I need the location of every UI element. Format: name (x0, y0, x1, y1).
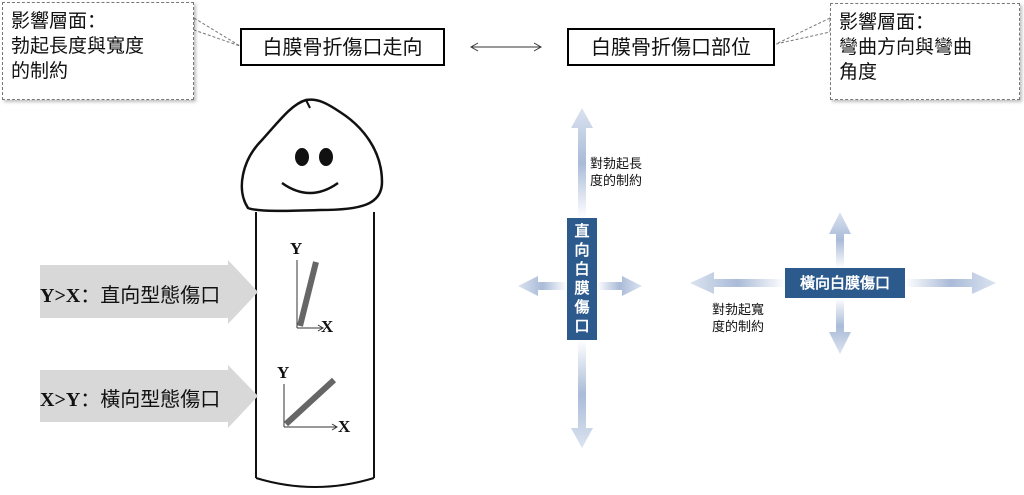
horizontal-type-text: ：橫向型態傷口 (80, 389, 221, 411)
note-right-line3: 角度 (839, 61, 878, 83)
head-figure (240, 98, 384, 213)
vertical-wound-type-label: Y>X：直向型態傷口 (40, 279, 220, 308)
impact-note-left: 影響層面： 勃起長度與寬度 的制約 (2, 2, 194, 100)
vertical-condition: Y>X (40, 285, 81, 307)
note-right-line2: 彎曲方向與彎曲 (839, 36, 973, 58)
width-constraint-line2: 度的制約 (712, 320, 765, 335)
vertical-label-char: 口 (574, 317, 590, 335)
horizontal-wound-type-label: X>Y：橫向型態傷口 (40, 383, 220, 412)
axes-horizontal-wound (283, 377, 338, 431)
vertical-type-text: ：直向型態傷口 (80, 285, 221, 307)
note-right-tail (775, 17, 831, 45)
vertical-label-char: 膜 (574, 279, 590, 297)
length-constraint-line1: 對勃起長 (590, 157, 643, 172)
axis-x-bottom: X (338, 417, 351, 436)
vertical-label-char: 傷 (574, 298, 590, 316)
shaft-figure (255, 212, 375, 488)
wound-location-title: 白膜骨折傷口部位 (567, 28, 775, 66)
impact-note-right: 影響層面： 彎曲方向與彎曲 角度 (830, 3, 1020, 100)
axis-y-top: Y (290, 239, 303, 258)
axes-vertical-wound (296, 260, 324, 332)
vertical-white-membrane-wound-label: 直 向 白 膜 傷 口 (567, 218, 597, 340)
horizontal-wound-cross-arrows (690, 212, 996, 354)
note-left-tail (193, 17, 241, 47)
vertical-label-char: 白 (574, 260, 590, 278)
note-right-line1: 影響層面： (839, 11, 935, 33)
vertical-label-char: 向 (574, 241, 590, 259)
horizontal-condition: X>Y (40, 389, 81, 411)
double-arrow-icon (469, 42, 543, 52)
width-constraint-note: 對勃起寬 度的制約 (712, 302, 764, 336)
note-left-line3: 的制約 (11, 60, 69, 82)
length-constraint-note: 對勃起長 度的制約 (590, 156, 642, 190)
axis-y-bottom: Y (277, 363, 290, 382)
length-constraint-line2: 度的制約 (590, 174, 643, 189)
wound-direction-title: 白膜骨折傷口走向 (240, 28, 445, 66)
vertical-wound-cross-arrows (518, 108, 642, 448)
note-left-line2: 勃起長度與寬度 (11, 35, 145, 57)
width-constraint-line1: 對勃起寬 (712, 303, 765, 318)
note-left-line1: 影響層面： (11, 10, 107, 32)
horizontal-wound-pointer (40, 365, 258, 428)
vertical-wound-pointer (40, 260, 258, 324)
axis-x-top: X (321, 317, 334, 336)
horizontal-white-membrane-wound-label: 橫向白膜傷口 (785, 268, 905, 298)
vertical-label-char: 直 (574, 222, 590, 240)
